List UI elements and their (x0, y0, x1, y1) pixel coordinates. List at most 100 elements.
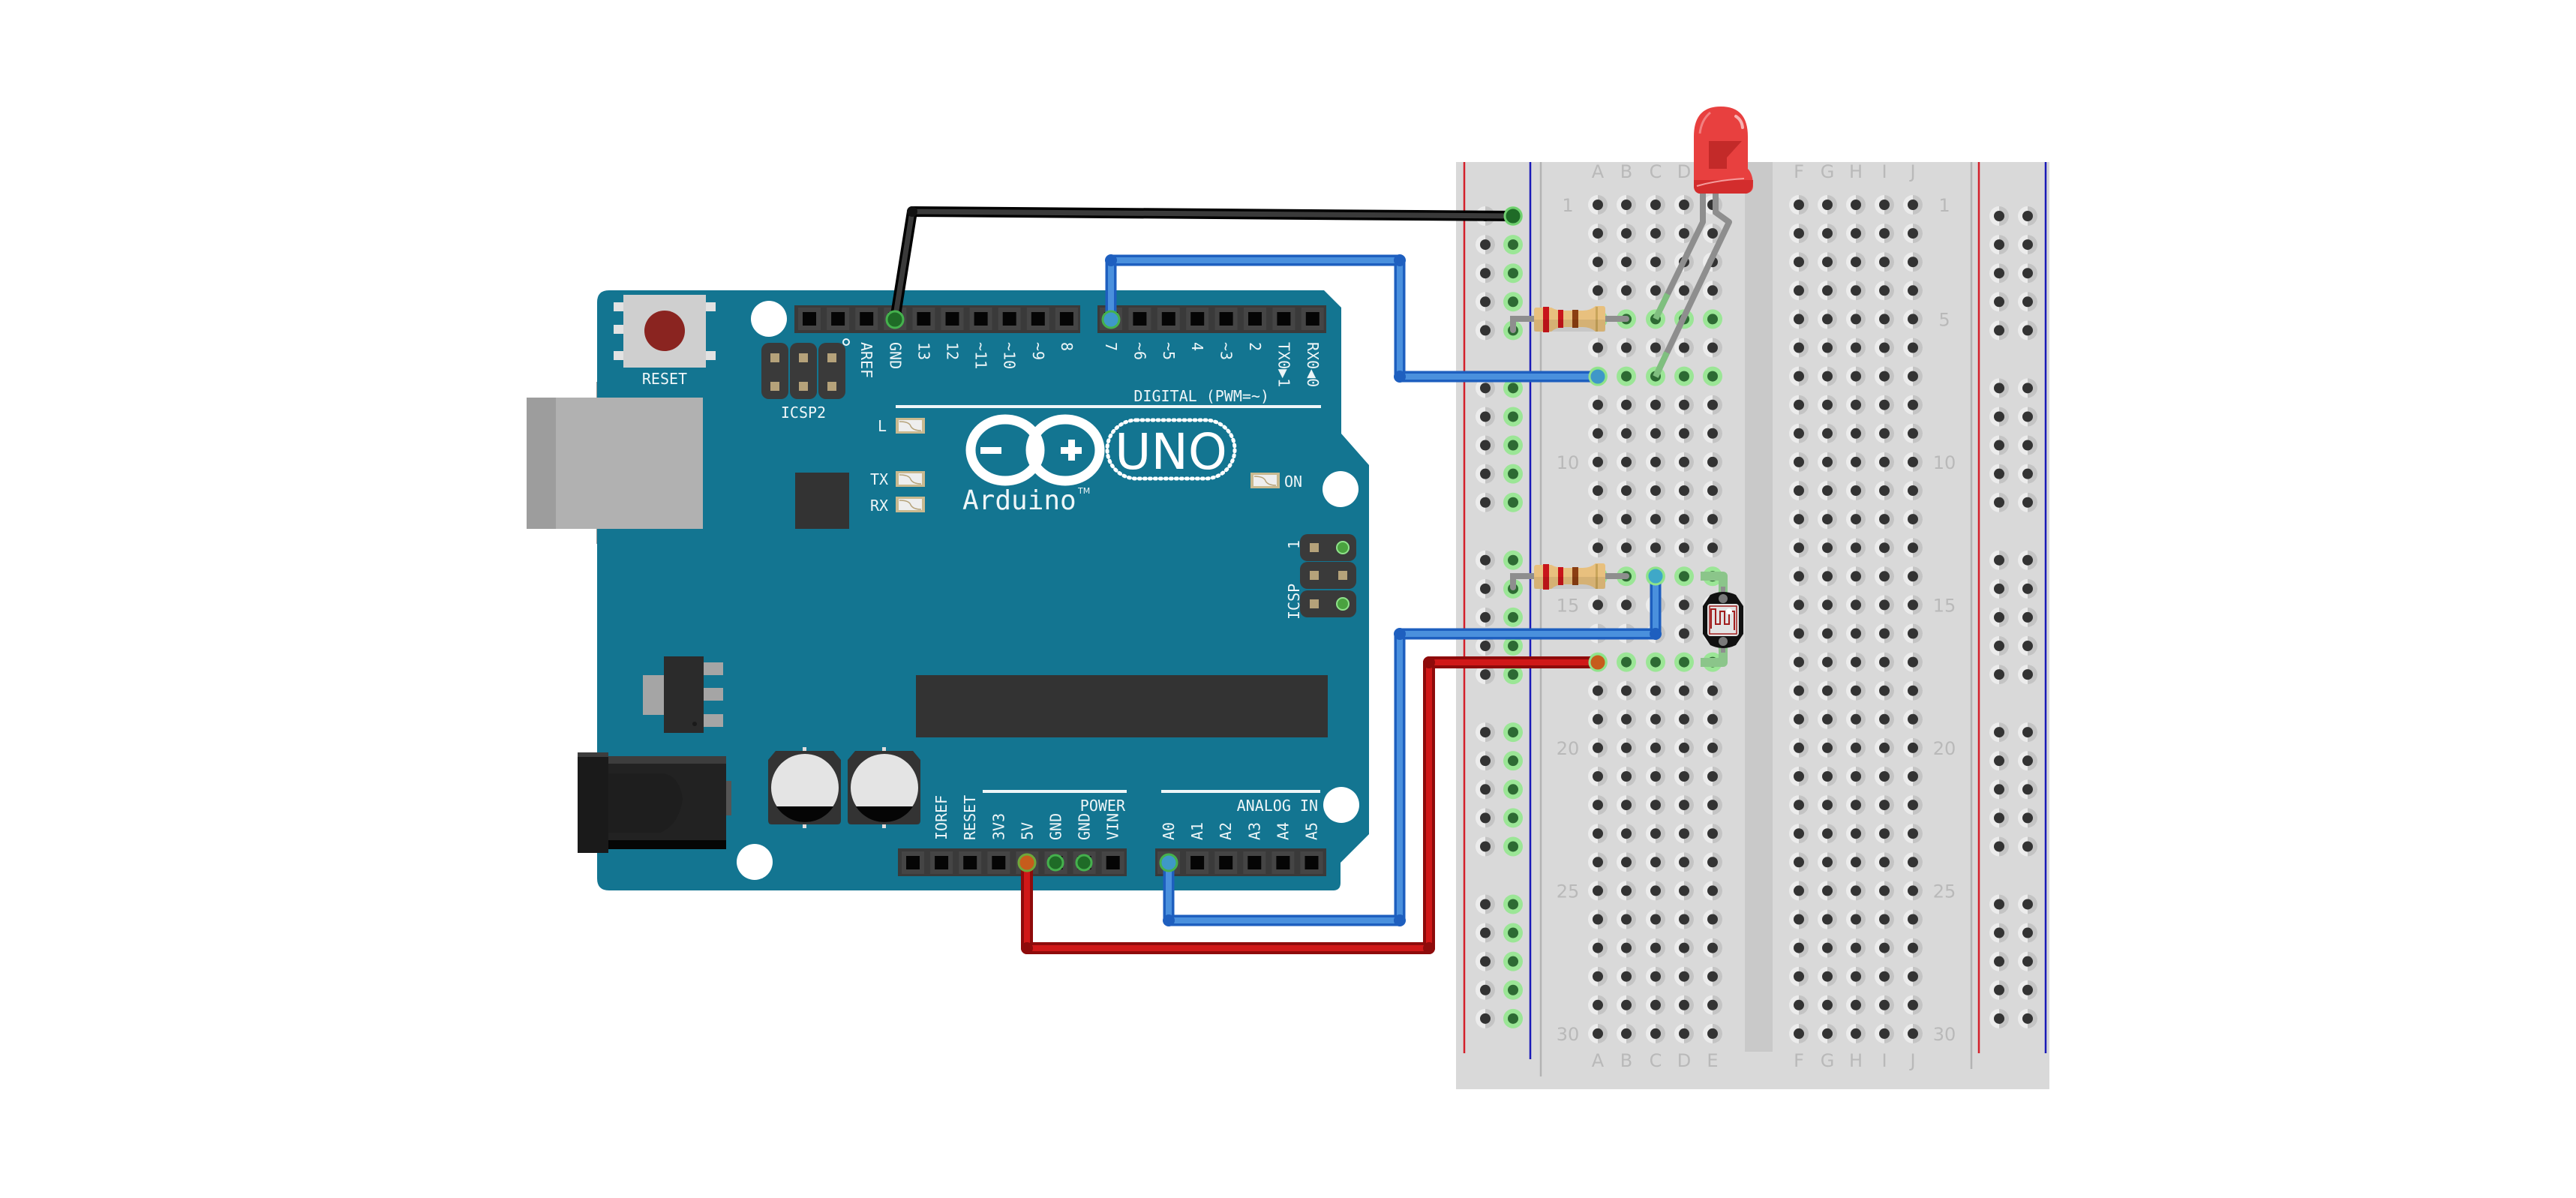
breadboard-hole[interactable] (1846, 309, 1866, 329)
breadboard-hole[interactable] (1617, 338, 1637, 358)
digital-pin[interactable] (798, 308, 821, 330)
rail-hole-negative[interactable] (1503, 292, 1523, 312)
breadboard-hole[interactable] (1617, 938, 1637, 958)
breadboard-hole[interactable] (1674, 395, 1694, 415)
digital-pin[interactable] (1055, 308, 1078, 330)
breadboard-hole[interactable] (1617, 767, 1636, 786)
rail-hole-negative[interactable] (2018, 722, 2037, 743)
breadboard-hole[interactable] (1646, 767, 1665, 786)
rail-hole-positive[interactable] (1476, 378, 1495, 398)
breadboard-hole[interactable] (1617, 680, 1637, 701)
digital-pin[interactable] (1301, 308, 1324, 330)
breadboard-hole[interactable] (1588, 224, 1608, 244)
rail-hole-positive[interactable] (1476, 464, 1495, 484)
breadboard-hole[interactable] (1818, 252, 1838, 272)
breadboard-hole[interactable] (1703, 795, 1722, 815)
breadboard-hole[interactable] (1674, 623, 1694, 644)
breadboard-hole[interactable] (1903, 452, 1923, 472)
breadboard-hole[interactable] (1846, 909, 1866, 929)
breadboard-hole[interactable] (1703, 909, 1722, 929)
breadboard-hole[interactable] (1789, 909, 1809, 929)
rail-hole-negative[interactable] (1503, 407, 1523, 427)
digital-pin[interactable] (1214, 308, 1238, 330)
rail-hole-positive[interactable] (1476, 951, 1495, 971)
breadboard-hole[interactable] (1789, 767, 1809, 786)
breadboard-hole[interactable] (1903, 852, 1923, 872)
rail-hole-negative[interactable] (1503, 636, 1523, 656)
breadboard-hole[interactable] (1703, 1023, 1722, 1043)
breadboard-hole[interactable] (1875, 281, 1894, 301)
breadboard-hole[interactable] (1903, 566, 1923, 587)
breadboard-hole[interactable] (1646, 652, 1665, 672)
rail-hole-negative[interactable] (1503, 550, 1523, 570)
breadboard-hole[interactable] (1846, 481, 1866, 500)
rail-hole-positive[interactable] (1989, 751, 2009, 771)
rail-hole-positive[interactable] (1989, 779, 2010, 800)
breadboard-hole[interactable] (1903, 595, 1923, 615)
breadboard-hole[interactable] (1674, 338, 1694, 358)
breadboard-hole[interactable] (1818, 366, 1837, 386)
breadboard-hole[interactable] (1703, 881, 1722, 901)
rail-hole-positive[interactable] (1476, 808, 1495, 828)
breadboard-hole[interactable] (1674, 566, 1694, 587)
breadboard-hole[interactable] (1789, 538, 1809, 558)
breadboard-hole[interactable] (1646, 452, 1666, 472)
breadboard-hole[interactable] (1646, 966, 1666, 986)
breadboard-hole[interactable] (1903, 338, 1923, 358)
rail-hole-positive[interactable] (1476, 751, 1495, 771)
breadboard-hole[interactable] (1588, 995, 1608, 1015)
breadboard-hole[interactable] (1588, 538, 1608, 558)
breadboard-hole[interactable] (1789, 709, 1809, 729)
breadboard-hole[interactable] (1646, 252, 1666, 272)
breadboard-hole[interactable] (1617, 709, 1637, 729)
breadboard-hole[interactable] (1818, 938, 1838, 958)
breadboard-hole[interactable] (1703, 737, 1722, 758)
rail-hole-positive[interactable] (1476, 235, 1495, 255)
rail-hole-positive[interactable] (1476, 292, 1495, 312)
breadboard-hole[interactable] (1617, 481, 1636, 500)
breadboard-hole[interactable] (1617, 195, 1636, 215)
breadboard-hole[interactable] (1875, 338, 1894, 358)
digital-pin[interactable] (855, 308, 878, 330)
breadboard-hole[interactable] (1846, 195, 1866, 215)
rail-hole-positive[interactable] (1989, 836, 2010, 857)
breadboard-hole[interactable] (1789, 338, 1809, 358)
analog-pin[interactable] (1243, 851, 1266, 874)
breadboard-hole[interactable] (1903, 623, 1923, 644)
breadboard-hole[interactable] (1875, 623, 1894, 644)
rail-hole-positive[interactable] (1476, 407, 1495, 427)
rail-hole-positive[interactable] (1989, 951, 2010, 971)
breadboard-hole[interactable] (1789, 281, 1809, 301)
breadboard-hole[interactable] (1846, 824, 1866, 844)
rail-hole-negative[interactable] (2018, 951, 2037, 971)
breadboard-hole[interactable] (1789, 623, 1809, 644)
breadboard-hole[interactable] (1789, 423, 1809, 443)
breadboard-hole[interactable] (1789, 509, 1809, 530)
breadboard-hole[interactable] (1818, 309, 1837, 329)
rail-hole-negative[interactable] (2018, 894, 2037, 914)
breadboard-hole[interactable] (1588, 595, 1608, 615)
breadboard-hole[interactable] (1846, 795, 1866, 815)
digital-pin[interactable] (1186, 308, 1209, 330)
breadboard-hole[interactable] (1818, 909, 1838, 929)
breadboard-hole[interactable] (1588, 452, 1608, 472)
breadboard-hole[interactable] (1674, 195, 1694, 215)
breadboard-hole[interactable] (1617, 852, 1637, 872)
breadboard-hole[interactable] (1617, 1023, 1637, 1043)
breadboard-hole[interactable] (1875, 595, 1894, 615)
breadboard-hole[interactable] (1588, 680, 1608, 701)
breadboard-hole[interactable] (1875, 452, 1894, 472)
breadboard-hole[interactable] (1703, 538, 1722, 558)
breadboard-hole[interactable] (1903, 538, 1923, 558)
breadboard-hole[interactable] (1818, 995, 1838, 1015)
breadboard-hole[interactable] (1818, 566, 1838, 587)
breadboard-hole[interactable] (1818, 395, 1838, 415)
rail-hole-negative[interactable] (2018, 779, 2037, 800)
breadboard-hole[interactable] (1789, 680, 1809, 701)
breadboard-hole[interactable] (1588, 252, 1608, 272)
breadboard-hole[interactable] (1674, 509, 1694, 530)
breadboard-hole[interactable] (1903, 881, 1923, 901)
red-led[interactable] (1694, 107, 1753, 194)
breadboard-hole[interactable] (1789, 881, 1809, 901)
breadboard-hole[interactable] (1846, 966, 1866, 986)
